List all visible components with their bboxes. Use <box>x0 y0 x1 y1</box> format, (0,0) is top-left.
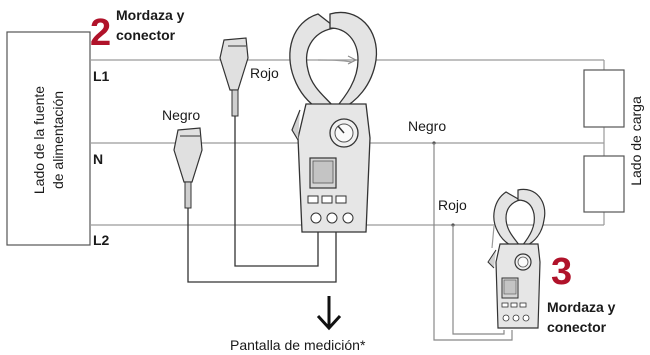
step-3-number: 3 <box>551 251 572 293</box>
load-side-label: Lado de carga <box>628 96 644 186</box>
step-3-line1: Mordaza y <box>547 299 616 315</box>
load-side: Lado de carga <box>583 69 644 213</box>
step-2-label: 2 Mordaza y conector <box>90 7 185 54</box>
power-source-box: Lado de la fuente de alimentación <box>6 31 91 246</box>
clamp-meter-large <box>289 11 378 233</box>
step-2-line2: conector <box>116 27 176 43</box>
line-label-n: N <box>93 151 103 167</box>
step-3-line2: conector <box>547 319 607 335</box>
black-alligator-clip-n <box>173 127 337 283</box>
arrow-down-icon <box>316 296 342 331</box>
label-negro-left: Negro <box>162 107 200 123</box>
measurement-display-label: Pantalla de medición* <box>230 337 366 353</box>
line-label-l2: L2 <box>93 232 110 248</box>
right-leads <box>432 141 513 341</box>
clamp-meter-small <box>487 188 546 329</box>
step-3-label: 3 Mordaza y conector <box>547 251 616 335</box>
power-source-label-line1: Lado de la fuente <box>31 86 47 194</box>
load-resistor-1 <box>583 69 625 128</box>
power-source-label-line2: de alimentación <box>50 91 66 189</box>
label-negro-right: Negro <box>408 118 446 134</box>
red-alligator-clip-l1 <box>219 37 319 267</box>
step-2-line1: Mordaza y <box>116 7 185 23</box>
load-resistor-2 <box>583 155 625 213</box>
label-rojo-right: Rojo <box>438 197 467 213</box>
step-2-number: 2 <box>90 12 111 54</box>
label-rojo-left: Rojo <box>250 65 279 81</box>
line-label-l1: L1 <box>93 68 110 84</box>
